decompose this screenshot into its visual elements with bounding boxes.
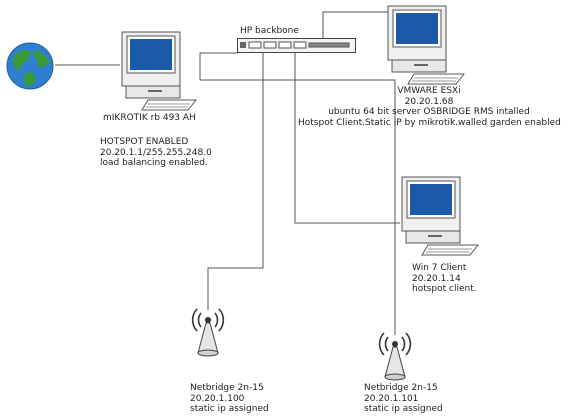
router-name: mIKROTIK rb 493 AH bbox=[103, 113, 196, 123]
link-backbone-netbridge1 bbox=[207, 52, 264, 310]
computer-icon bbox=[387, 5, 466, 85]
netbridge1-ip: 20.20.1.100 bbox=[190, 393, 245, 404]
wireless-antenna-icon bbox=[191, 308, 225, 357]
netbridge2-name: Netbridge 2n-15 bbox=[364, 383, 438, 393]
netbridge2-info: Netbridge 2n-15 20.20.1.101 static ip as… bbox=[364, 383, 443, 415]
win7-name: Win 7 Client bbox=[412, 263, 467, 273]
globe-icon bbox=[6, 42, 54, 90]
netbridge1-name: Netbridge 2n-15 bbox=[190, 383, 264, 393]
win7-ip: 20.20.1.14 bbox=[412, 273, 461, 284]
backbone-label: HP backbone bbox=[240, 26, 299, 36]
esxi-name: VMWARE ESXi bbox=[397, 86, 461, 96]
link-backbone-esxi bbox=[322, 11, 395, 40]
link-backbone-win7 bbox=[294, 52, 400, 224]
esxi-info: VMWARE ESXi 20.20.1.68 ubuntu 64 bit ser… bbox=[298, 86, 561, 128]
switch-icon bbox=[237, 38, 356, 53]
router-info: HOTSPOT ENABLED 20.20.1.1/255.255.248.0 … bbox=[100, 137, 212, 169]
router-ip-text: 20.20.1.1/255.255.248.0 bbox=[100, 147, 212, 158]
esxi-ip: 20.20.1.68 bbox=[404, 96, 454, 107]
computer-icon bbox=[121, 31, 198, 111]
esxi-line1: ubuntu 64 bit server OSBRIDGE RMS intall… bbox=[328, 107, 530, 117]
netbridge2-note: static ip assigned bbox=[364, 404, 443, 414]
router-hotspot-text: HOTSPOT ENABLED bbox=[100, 137, 189, 147]
wireless-antenna-icon bbox=[378, 332, 412, 381]
netbridge1-note: static ip assigned bbox=[190, 404, 269, 414]
netbridge2-ip: 20.20.1.101 bbox=[364, 393, 419, 404]
win7-note: hotspot client. bbox=[412, 284, 477, 294]
esxi-line2: Hotspot Client.Static IP by mikrotik.wal… bbox=[298, 117, 561, 128]
router-note-text: load balancing enabled. bbox=[100, 158, 208, 168]
computer-icon bbox=[401, 176, 480, 256]
link-router-backbone bbox=[199, 52, 238, 80]
link-esxi-netbridge2 bbox=[200, 79, 396, 335]
netbridge1-info: Netbridge 2n-15 20.20.1.100 static ip as… bbox=[190, 383, 269, 415]
win7-info: Win 7 Client 20.20.1.14 hotspot client. bbox=[412, 263, 477, 295]
